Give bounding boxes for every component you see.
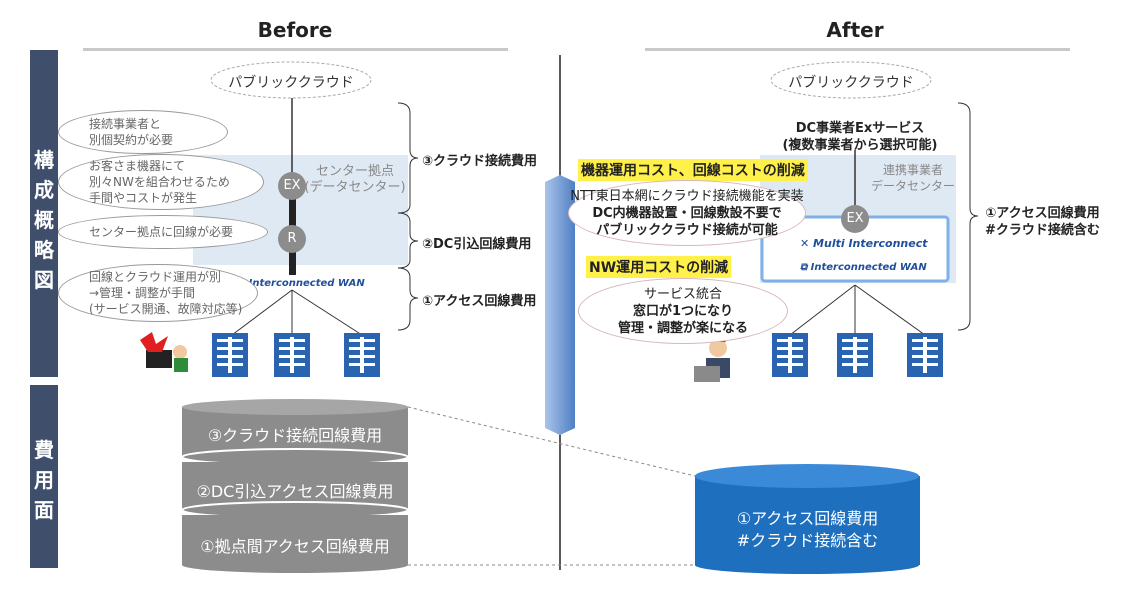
- bubble-line: 別々NWを組合わせるため: [89, 175, 230, 189]
- bubble-line: →管理・調整が手間: [89, 286, 196, 300]
- branch-line: [291, 289, 363, 336]
- bubble-line: お客さま機器にて: [89, 159, 186, 173]
- user-laptop-icon: [694, 338, 730, 382]
- benefit-bubble: サービス統合 窓口が1つになり 管理・調整が楽になる: [578, 278, 788, 344]
- bubble-line: サービス統合: [643, 286, 722, 302]
- cost-disk-stack: [181, 399, 409, 573]
- cloud-icon: [210, 61, 372, 99]
- dc-title-line: DC事業者Exサービス: [795, 121, 925, 136]
- sidebar-structure: 構 成 概 略 図: [30, 50, 58, 377]
- sidebar-char: 成: [34, 178, 54, 202]
- after-header: After: [826, 18, 884, 42]
- multi-interconnect-icon: ✕: [800, 237, 814, 250]
- partner-label-line: 連携事業者: [882, 163, 943, 177]
- dc-exchange-title: DC事業者Exサービス (複数事業者から選択可能): [760, 120, 960, 154]
- before-header: Before: [257, 18, 333, 42]
- partner-label: 連携事業者 データセンター: [868, 162, 958, 194]
- bubble-line: センター拠点に回線が必要: [89, 225, 234, 239]
- branch-line: [231, 289, 293, 336]
- ex-node: EX: [278, 172, 306, 200]
- multi-interconnect-logo: ✕ Multi Interconnect: [800, 237, 928, 250]
- center-label: センター拠点 (データセンター): [300, 164, 410, 196]
- mi-label: Multi Interconnect: [813, 237, 928, 250]
- building-icon: [837, 333, 873, 377]
- bracket-cloud: [397, 102, 419, 214]
- sidebar-char: 費: [34, 438, 54, 462]
- issue-bubble: 接続事業者と 別個契約が必要: [58, 110, 228, 154]
- bubble-line: DC内機器設置・回線敷設不要で: [592, 205, 782, 221]
- bracket-label-dc: ②DC引込回線費用: [422, 237, 532, 252]
- bubble-line: 手間やコストが発生: [89, 191, 198, 205]
- router-node: R: [278, 225, 306, 253]
- cost-dc-access: ②DC引込アクセス回線費用: [196, 482, 394, 501]
- bubble-line: (サービス開通、故障対応等): [89, 302, 243, 316]
- sidebar-cost: 費 用 面: [30, 385, 58, 568]
- after-ex-node: EX: [841, 205, 869, 233]
- after-cost-line: ①アクセス回線費用: [736, 509, 879, 528]
- sidebar-char: 図: [34, 268, 54, 292]
- after-header-line: [645, 48, 1070, 51]
- center-label-line: (データセンター): [304, 180, 406, 195]
- bracket-label-access: ①アクセス回線費用: [422, 294, 537, 309]
- issue-bubble: センター拠点に回線が必要: [58, 215, 268, 249]
- bracket-access: [397, 267, 419, 331]
- bubble-line: 接続事業者と: [89, 117, 162, 131]
- cost-cloud-connection: ③クラウド接続回線費用: [207, 426, 383, 445]
- dc-title-line: (複数事業者から選択可能): [782, 138, 938, 153]
- bubble-line: 別個契約が必要: [89, 133, 174, 147]
- sidebar-char: 概: [34, 208, 54, 232]
- sidebar-char: 構: [34, 148, 54, 172]
- after-cost-disk: [695, 464, 920, 574]
- sidebar-char: 用: [34, 468, 54, 492]
- partner-label-line: データセンター: [870, 179, 955, 193]
- dashed-connector: [407, 406, 696, 477]
- wan-icon: ⧉: [800, 262, 811, 273]
- transition-arrow: [545, 175, 575, 435]
- cost-site-access: ①拠点間アクセス回線費用: [200, 537, 390, 556]
- issue-bubble: 回線とクラウド運用が別 →管理・調整が手間 (サービス開通、故障対応等): [58, 264, 258, 322]
- bubble-line: NTT東日本網にクラウド接続機能を実装: [570, 188, 804, 204]
- benefit-bubble: NTT東日本網にクラウド接続機能を実装 DC内機器設置・回線敷設不要で パブリッ…: [568, 180, 806, 246]
- bracket-after: [957, 102, 979, 331]
- after-cost-label: ①アクセス回線費用 #クラウド接続含む: [695, 508, 920, 552]
- after-cloud-label: パブリッククラウド: [788, 75, 914, 91]
- after-cost-line: #クラウド接続含む: [736, 531, 879, 550]
- building-icon: [772, 333, 808, 377]
- before-header-line: [83, 48, 508, 51]
- issue-bubble: お客さま機器にて 別々NWを組合わせるため 手間やコストが発生: [58, 154, 264, 210]
- center-label-line: センター拠点: [315, 164, 394, 179]
- wan-label: Interconnected WAN: [810, 262, 927, 273]
- sidebar-char: 面: [34, 498, 54, 522]
- after-bracket-line: #クラウド接続含む: [985, 223, 1100, 238]
- branch-line: [789, 284, 856, 336]
- building-icon: [907, 333, 943, 377]
- bubble-line: 回線とクラウド運用が別: [89, 270, 222, 284]
- before-cloud-label: パブリッククラウド: [228, 75, 354, 91]
- after-wan-logo: ⧉ Interconnected WAN: [800, 262, 927, 273]
- building-icon: [344, 333, 380, 377]
- before-wan-logo: ⧉ Interconnected WAN: [238, 278, 365, 289]
- sidebar-char: 略: [34, 238, 54, 262]
- building-icon: [212, 333, 248, 377]
- stressed-user-icon: [140, 332, 188, 372]
- wan-label: Interconnected WAN: [248, 278, 365, 289]
- bubble-line: パブリッククラウド接続が可能: [596, 222, 778, 238]
- after-bracket-line: ①アクセス回線費用: [985, 206, 1100, 221]
- bubble-line: 管理・調整が楽になる: [617, 320, 748, 336]
- bracket-label-cloud: ③クラウド接続費用: [422, 154, 538, 169]
- after-bracket-label: ①アクセス回線費用 #クラウド接続含む: [985, 205, 1100, 239]
- cloud-icon: [770, 61, 932, 99]
- bracket-dc: [397, 212, 419, 269]
- bubble-line: 窓口が1つになり: [632, 303, 734, 319]
- branch-line: [854, 284, 926, 336]
- highlight-nw-reduction: NW運用コストの削減: [586, 256, 732, 278]
- building-icon: [274, 333, 310, 377]
- highlight-cost-reduction: 機器運用コスト、回線コストの削減: [578, 159, 808, 181]
